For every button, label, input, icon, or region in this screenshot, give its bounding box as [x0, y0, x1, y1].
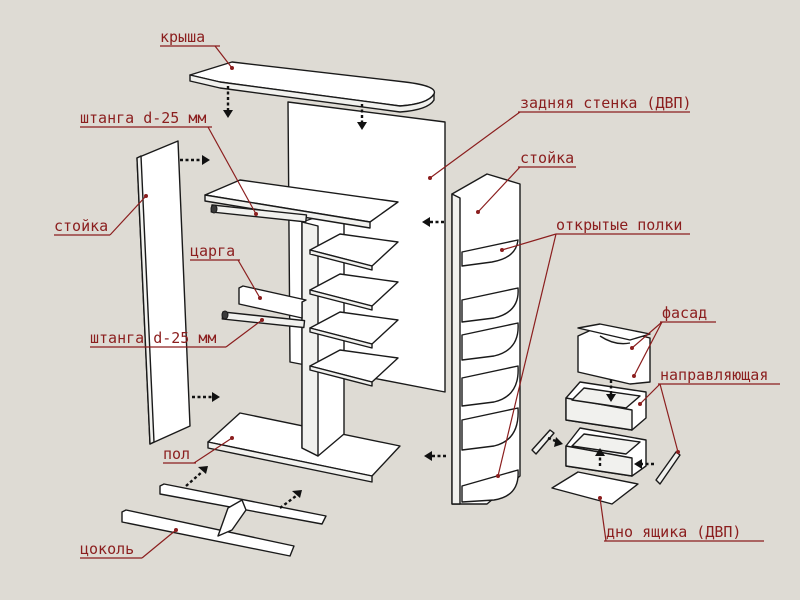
drawer-bottom-panel	[551, 471, 639, 505]
label-roof: крыша	[160, 28, 205, 46]
label-plinth: цоколь	[80, 540, 134, 558]
plinth-frame	[121, 483, 327, 557]
label-rail: царга	[190, 242, 235, 260]
leader-lines	[54, 45, 780, 559]
label-rod-bottom: штанга d-25 мм	[90, 329, 216, 347]
drawer-guides	[531, 429, 681, 485]
label-upright-right: стойка	[520, 149, 574, 167]
drawer-lower	[565, 427, 647, 477]
rail-panel	[238, 285, 307, 319]
label-facade: фасад	[662, 304, 707, 322]
label-open-shelves: открытые полки	[556, 216, 682, 234]
label-upright-left: стойка	[54, 217, 108, 235]
labels: крыша задняя стенка (ДВП) штанга d-25 мм…	[54, 28, 768, 558]
central-assembly	[204, 179, 401, 483]
upright-left-panel	[136, 140, 191, 445]
label-drawer-bottom: дно ящика (ДВП)	[606, 523, 741, 541]
assembly-arrows	[180, 86, 654, 509]
label-rod-top: штанга d-25 мм	[80, 109, 206, 127]
drawer-facade	[577, 323, 651, 385]
label-back-wall: задняя стенка (ДВП)	[520, 94, 692, 112]
drawer-upper	[565, 381, 647, 431]
corner-shelving-unit	[451, 173, 521, 505]
roof-panel	[189, 61, 436, 113]
label-guide: направляющая	[660, 366, 768, 384]
label-floor: пол	[163, 445, 190, 463]
